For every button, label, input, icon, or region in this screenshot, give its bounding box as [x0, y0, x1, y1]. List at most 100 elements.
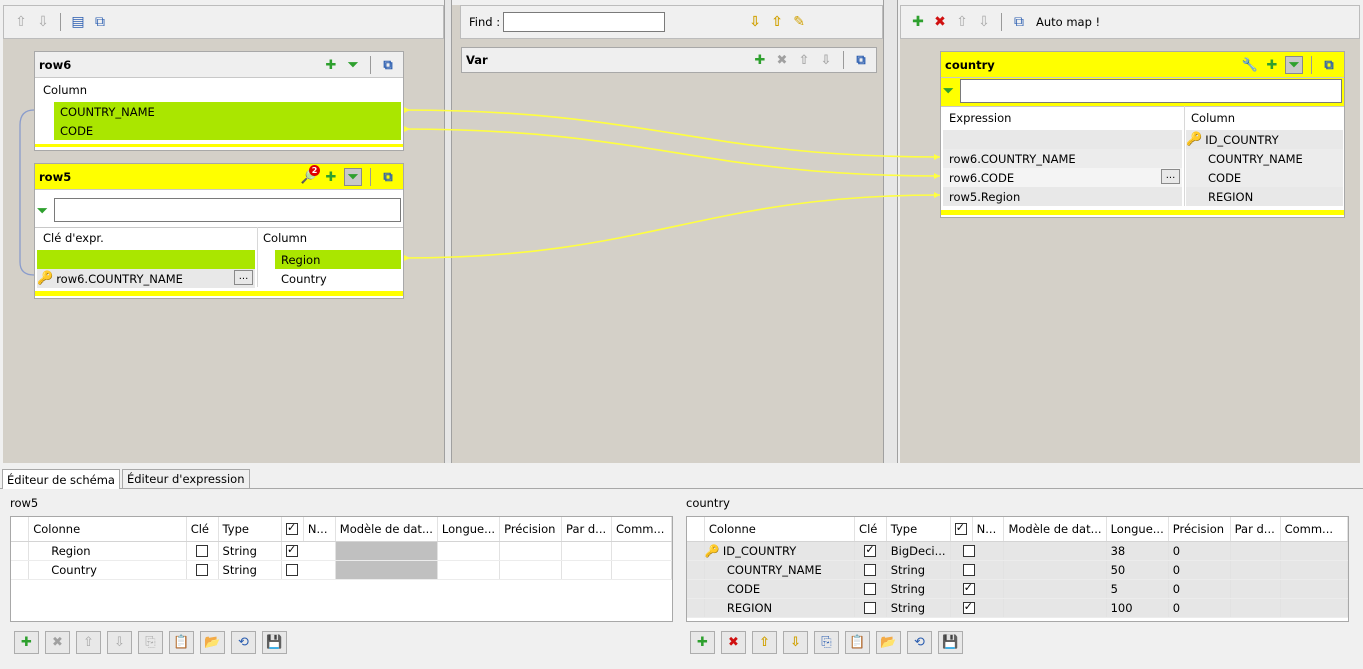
checkbox[interactable] — [954, 521, 967, 536]
tab-expression-editor[interactable]: Éditeur d'expression — [121, 469, 250, 488]
cell-length[interactable] — [437, 560, 501, 580]
header-colonne[interactable]: Colonne — [28, 517, 187, 542]
cell-key[interactable] — [186, 541, 219, 561]
country-col-row-0[interactable]: 🔑 ID_COUNTRY — [1186, 130, 1343, 149]
header-commentaire[interactable]: Comm... — [611, 517, 672, 542]
cell-precision[interactable]: 0 — [1168, 541, 1231, 561]
add-row-button[interactable]: ✚ — [690, 631, 715, 654]
add-filter-icon[interactable]: ✚ — [325, 169, 337, 185]
table-icon[interactable]: ▤ — [71, 14, 85, 30]
table-row[interactable]: Country String — [11, 560, 672, 580]
header-par-defaut[interactable]: Par d... — [1230, 517, 1281, 542]
cell-nullable[interactable] — [281, 560, 336, 580]
paste-button[interactable]: 📋 — [169, 631, 194, 654]
import-button[interactable]: 📂 — [200, 631, 225, 654]
filter-add-icon[interactable]: ⏷ — [943, 84, 954, 99]
header-longueur[interactable]: Longue... — [437, 517, 501, 542]
move-down-icon[interactable]: ⇩ — [37, 14, 49, 30]
ellipsis-button[interactable]: ... — [1161, 169, 1180, 184]
cell-type[interactable]: String — [218, 541, 282, 561]
cell-type[interactable]: String — [886, 598, 951, 618]
cell-nullable[interactable] — [950, 598, 1005, 618]
cell-precision[interactable]: 0 — [1168, 598, 1231, 618]
add-filter-icon[interactable]: ✚ — [325, 57, 337, 73]
header-precision[interactable]: Précision — [499, 517, 563, 542]
table-row[interactable]: CODE String 5 0 — [687, 579, 1349, 599]
header-longueur[interactable]: Longue... — [1106, 517, 1169, 542]
cell-db-model[interactable] — [335, 560, 438, 580]
nullable-checkbox[interactable] — [285, 543, 298, 557]
header-nullable-checkbox[interactable] — [281, 517, 304, 542]
key-checkbox[interactable] — [864, 583, 877, 595]
add-output-icon[interactable]: ✚ — [912, 14, 924, 30]
export-button[interactable]: ⟲ — [231, 631, 256, 654]
cell-length[interactable] — [437, 541, 501, 561]
nullable-checkbox[interactable] — [285, 564, 298, 576]
cell-type[interactable]: BigDeci... — [886, 541, 951, 561]
cell-db-model[interactable] — [1003, 560, 1107, 580]
move-up-button[interactable]: ⇧ — [76, 631, 101, 654]
cell-precision[interactable]: 0 — [1168, 579, 1231, 599]
cell-name[interactable]: Country — [28, 560, 187, 580]
table-row[interactable]: REGION String 100 0 — [687, 598, 1349, 618]
import-button[interactable]: 📂 — [876, 631, 901, 654]
move-up-button[interactable]: ⇧ — [752, 631, 777, 654]
cell-comment[interactable] — [1280, 541, 1349, 561]
cell-name[interactable]: COUNTRY_NAME — [704, 560, 856, 580]
cell-key[interactable] — [854, 598, 887, 618]
header-colonne[interactable]: Colonne — [704, 517, 856, 542]
cell-key[interactable] — [854, 579, 887, 599]
row5-filter-input[interactable] — [54, 198, 401, 222]
cell-default[interactable] — [561, 560, 612, 580]
cell-key[interactable] — [186, 560, 219, 580]
auto-map-button[interactable]: Auto map ! — [1036, 15, 1101, 29]
header-commentaire[interactable]: Comm... — [1280, 517, 1349, 542]
cell-nullable[interactable] — [281, 541, 336, 561]
key-checkbox[interactable] — [864, 564, 877, 576]
table-row[interactable]: Region String — [11, 541, 672, 561]
nullable-checkbox[interactable] — [962, 545, 975, 557]
row5-row-region[interactable]: Region — [275, 250, 401, 269]
cell-precision[interactable] — [499, 541, 563, 561]
add-icon[interactable]: ✚ — [754, 52, 766, 68]
filter-add-icon[interactable]: ⏷ — [37, 204, 48, 219]
move-down-button[interactable]: ⇩ — [107, 631, 132, 654]
cell-key[interactable] — [854, 560, 887, 580]
cell-default[interactable] — [561, 541, 612, 561]
cell-default[interactable] — [1230, 541, 1281, 561]
cell-default[interactable] — [1230, 579, 1281, 599]
country-col-row-2[interactable]: CODE — [1186, 168, 1343, 187]
move-up-icon[interactable]: ⇧ — [956, 14, 968, 30]
key-settings-icon[interactable]: 🔎2 — [300, 165, 320, 186]
cell-comment[interactable] — [611, 560, 672, 580]
row5-expr-row[interactable]: 🔑 row6.COUNTRY_NAME — [37, 269, 255, 288]
key-checkbox[interactable] — [864, 602, 877, 614]
splitter-left[interactable] — [444, 0, 452, 463]
cell-name[interactable]: REGION — [704, 598, 856, 618]
cell-nullable[interactable] — [950, 579, 1005, 599]
header-nullable[interactable]: N... — [303, 517, 336, 542]
save-button[interactable]: 💾 — [938, 631, 963, 654]
row5-row-country[interactable]: Country — [281, 271, 327, 286]
header-cle[interactable]: Clé — [186, 517, 219, 542]
cell-type[interactable]: String — [218, 560, 282, 580]
add-row-button[interactable]: ✚ — [14, 631, 39, 654]
add-filter-icon[interactable]: ✚ — [1266, 57, 1278, 73]
window-icon[interactable]: ⧉ — [95, 14, 105, 30]
key-checkbox[interactable] — [196, 564, 209, 576]
nullable-checkbox[interactable] — [962, 581, 975, 595]
remove-icon[interactable]: ✖ — [776, 52, 788, 68]
cell-length[interactable]: 50 — [1106, 560, 1169, 580]
header-modele[interactable]: Modèle de dat... — [1003, 517, 1107, 542]
tab-schema-editor[interactable]: Éditeur de schéma — [2, 469, 120, 489]
paste-button[interactable]: 📋 — [845, 631, 870, 654]
key-checkbox[interactable] — [864, 543, 877, 557]
cell-precision[interactable] — [499, 560, 563, 580]
cell-comment[interactable] — [611, 541, 672, 561]
remove-output-icon[interactable]: ✖ — [934, 14, 946, 30]
copy-button[interactable]: ⎘ — [138, 631, 163, 654]
header-nullable-checkbox[interactable] — [950, 517, 973, 542]
country-filter-input[interactable] — [960, 79, 1342, 103]
splitter-right[interactable] — [883, 0, 898, 463]
cell-name[interactable]: 🔑ID_COUNTRY — [704, 541, 856, 561]
